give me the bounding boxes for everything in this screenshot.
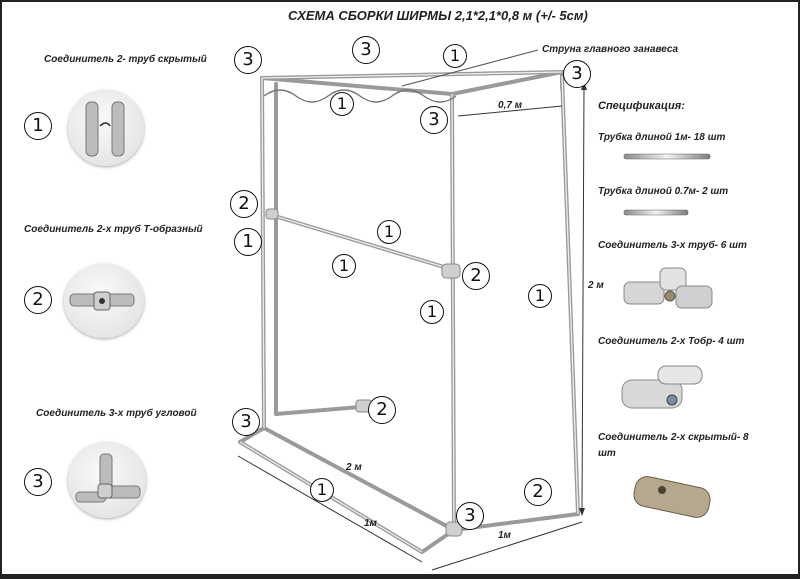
dim-0-7m: 0,7 м bbox=[498, 100, 523, 111]
conn-hidden-label: Соединитель 2- труб скрытый bbox=[44, 54, 207, 65]
spec-item: Соединитель 2-х скрытый- 8 bbox=[598, 432, 749, 443]
marker-1: 1 bbox=[377, 220, 401, 244]
marker-2: 2 bbox=[368, 396, 396, 424]
marker-1: 1 bbox=[24, 112, 52, 140]
marker-3: 3 bbox=[420, 106, 448, 134]
marker-3: 3 bbox=[563, 60, 591, 88]
t-connector-photo bbox=[64, 264, 144, 338]
marker-2: 2 bbox=[230, 190, 258, 218]
three-way-connector-image bbox=[620, 260, 716, 326]
diagram-title: СХЕМА СБОРКИ ШИРМЫ 2,1*2,1*0,8 м (+/- 5с… bbox=[288, 8, 588, 23]
marker-2: 2 bbox=[524, 478, 552, 506]
spec-item: Соединитель 2-х Тобр- 4 шт bbox=[598, 336, 745, 347]
marker-1: 1 bbox=[332, 254, 356, 278]
hidden-connector-image bbox=[628, 462, 716, 534]
curtain-string-label: Струна главного занавеса bbox=[542, 44, 679, 55]
marker-1: 1 bbox=[420, 300, 444, 324]
dim-2m-height: 2 м bbox=[588, 280, 604, 291]
marker-3: 3 bbox=[456, 502, 484, 530]
marker-3: 3 bbox=[234, 46, 262, 74]
spec-item: Трубка длиной 0.7м- 2 шт bbox=[598, 186, 729, 197]
conn-corner-label: Соединитель 3-х труб угловой bbox=[36, 408, 197, 419]
marker-3: 3 bbox=[232, 408, 260, 436]
conn-t-label: Соединитель 2-х труб Т-образный bbox=[24, 224, 203, 235]
marker-1: 1 bbox=[234, 228, 262, 256]
spec-item: Соединитель 3-х труб- 6 шт bbox=[598, 240, 747, 251]
marker-2: 2 bbox=[462, 262, 490, 290]
spec-heading: Спецификация: bbox=[598, 100, 685, 112]
dim-1m-side: 1м bbox=[498, 530, 511, 541]
spec-item: Трубка длиной 1м- 18 шт bbox=[598, 132, 726, 143]
dim-2m-length: 2 м bbox=[346, 462, 362, 473]
corner-connector-photo bbox=[68, 442, 146, 518]
hidden-connector-photo bbox=[68, 90, 144, 166]
spec-item: шт bbox=[598, 448, 616, 459]
marker-2: 2 bbox=[24, 286, 52, 314]
marker-1: 1 bbox=[330, 92, 354, 116]
dim-1m-front: 1м bbox=[364, 518, 377, 529]
t-connector-image bbox=[618, 356, 710, 422]
marker-1: 1 bbox=[528, 284, 552, 308]
marker-1: 1 bbox=[310, 478, 334, 502]
marker-3: 3 bbox=[352, 36, 380, 64]
marker-3: 3 bbox=[24, 468, 52, 496]
marker-1: 1 bbox=[443, 44, 467, 68]
